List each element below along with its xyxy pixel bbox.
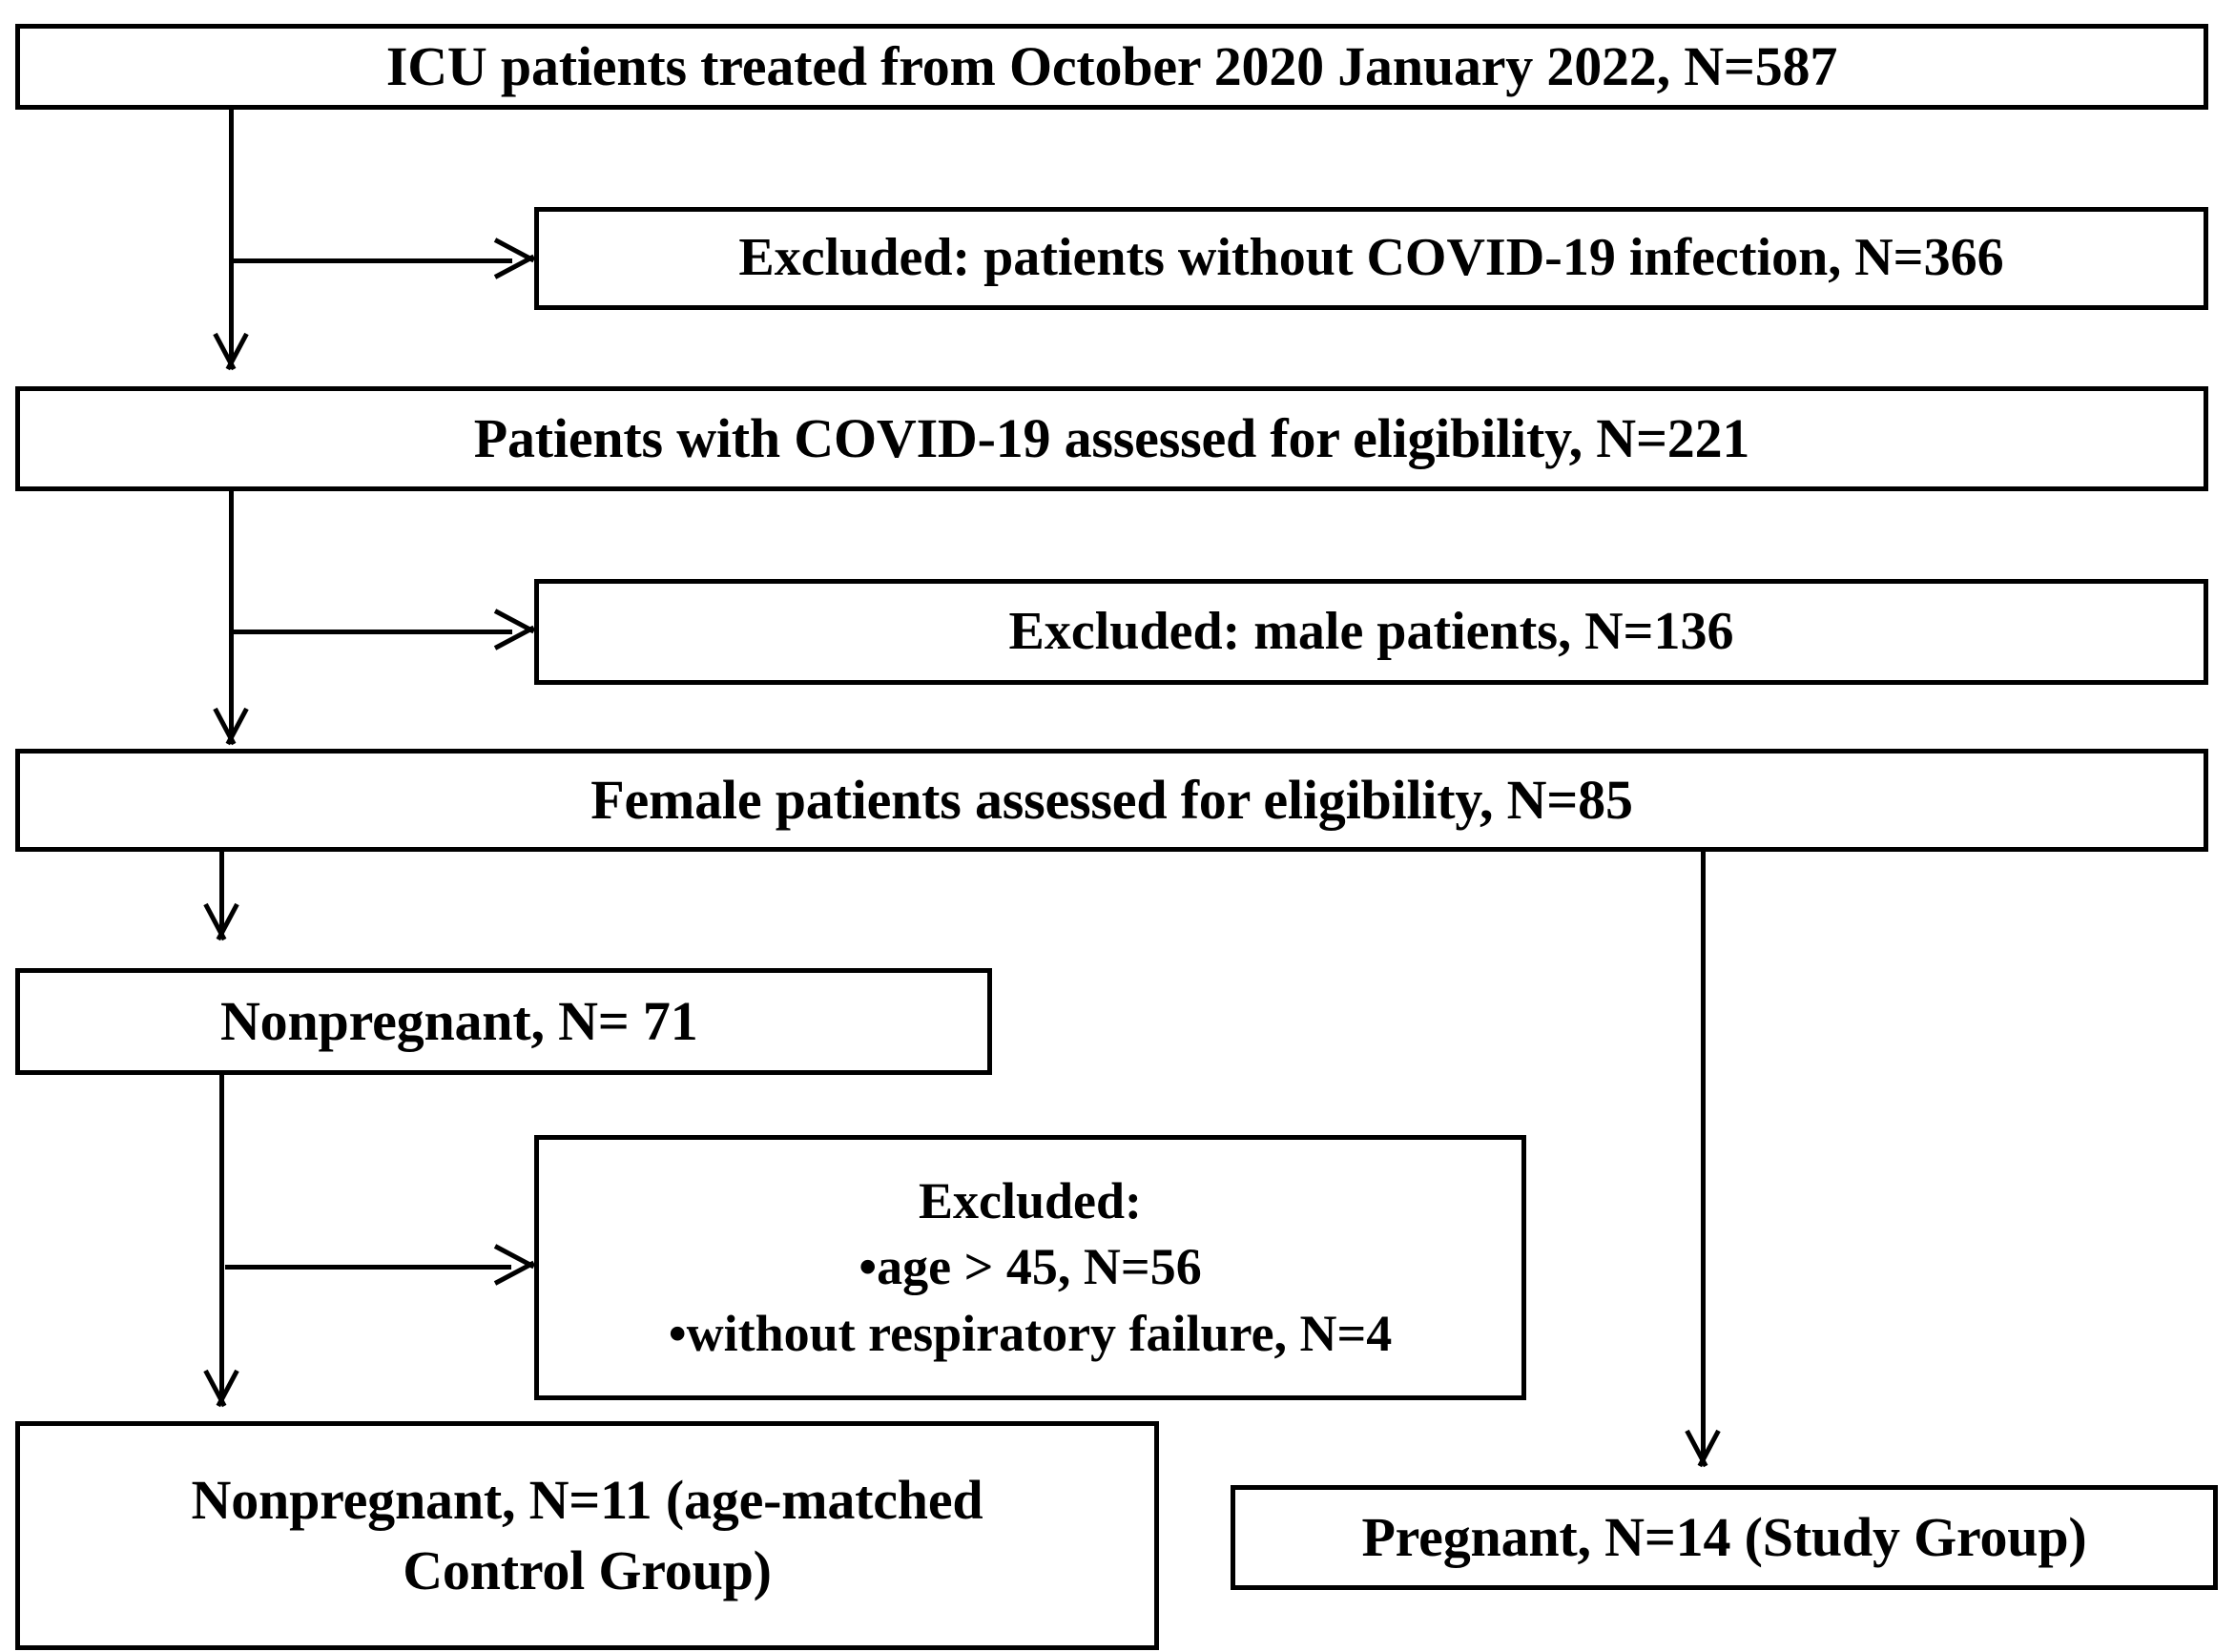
node-excluded-no-covid-label: Excluded: patients without COVID-19 infe… xyxy=(738,228,2004,288)
connector-arrowhead-to-covid-eligibility xyxy=(209,334,253,368)
connector-arrowhead-to-excluded-male xyxy=(495,606,531,653)
connector-line-female-to-nonpregnant xyxy=(219,852,224,938)
connector-arrowhead-to-nonpregnant-71 xyxy=(199,904,243,939)
node-excluded-criteria-item-resp-failure: •without respiratory failure, N=4 xyxy=(668,1304,1393,1362)
connector-arrowhead-to-female-eligibility xyxy=(209,709,253,743)
node-excluded-criteria-item-age: •age > 45, N=56 xyxy=(859,1238,1202,1296)
connector-arrowhead-to-excluded-no-covid xyxy=(495,235,531,282)
node-excluded-criteria: Excluded: •age > 45, N=56 •without respi… xyxy=(534,1135,1526,1400)
node-excluded-male-label: Excluded: male patients, N=136 xyxy=(1008,601,1734,661)
node-control-group: Nonpregnant, N=11 (age-matched Control G… xyxy=(15,1421,1159,1650)
node-female-eligibility: Female patients assessed for eligibility… xyxy=(15,749,2208,852)
node-female-eligibility-label: Female patients assessed for eligibility… xyxy=(590,768,1633,831)
connector-line-to-excluded-no-covid xyxy=(234,258,512,263)
connector-line-covid-eligibility-down xyxy=(229,491,234,744)
connector-line-total-icu-down xyxy=(229,110,234,369)
node-nonpregnant-71-label: Nonpregnant, N= 71 xyxy=(220,989,698,1052)
node-excluded-criteria-title: Excluded: xyxy=(918,1172,1143,1230)
connector-arrowhead-to-study-group xyxy=(1681,1431,1725,1465)
connector-arrowhead-to-excluded-criteria xyxy=(495,1241,531,1289)
connector-arrowhead-to-control-group xyxy=(199,1371,243,1405)
node-control-group-line2: Control Group) xyxy=(403,1539,772,1601)
node-total-icu-patients-label: ICU patients treated from October 2020 J… xyxy=(385,34,1838,97)
node-study-group: Pregnant, N=14 (Study Group) xyxy=(1231,1485,2218,1590)
connector-line-to-excluded-male xyxy=(234,630,512,634)
node-study-group-label: Pregnant, N=14 (Study Group) xyxy=(1361,1505,2087,1568)
node-covid-eligibility: Patients with COVID-19 assessed for elig… xyxy=(15,386,2208,491)
connector-line-female-to-study-group xyxy=(1701,852,1706,1462)
connector-line-nonpregnant-to-control xyxy=(219,1075,224,1404)
connector-line-to-excluded-criteria xyxy=(225,1265,511,1270)
node-control-group-line1: Nonpregnant, N=11 (age-matched xyxy=(191,1468,983,1531)
node-covid-eligibility-label: Patients with COVID-19 assessed for elig… xyxy=(473,406,1750,469)
node-excluded-male: Excluded: male patients, N=136 xyxy=(534,579,2208,685)
node-nonpregnant-71: Nonpregnant, N= 71 xyxy=(15,968,992,1075)
node-total-icu-patients: ICU patients treated from October 2020 J… xyxy=(15,24,2208,110)
node-excluded-no-covid: Excluded: patients without COVID-19 infe… xyxy=(534,207,2208,310)
